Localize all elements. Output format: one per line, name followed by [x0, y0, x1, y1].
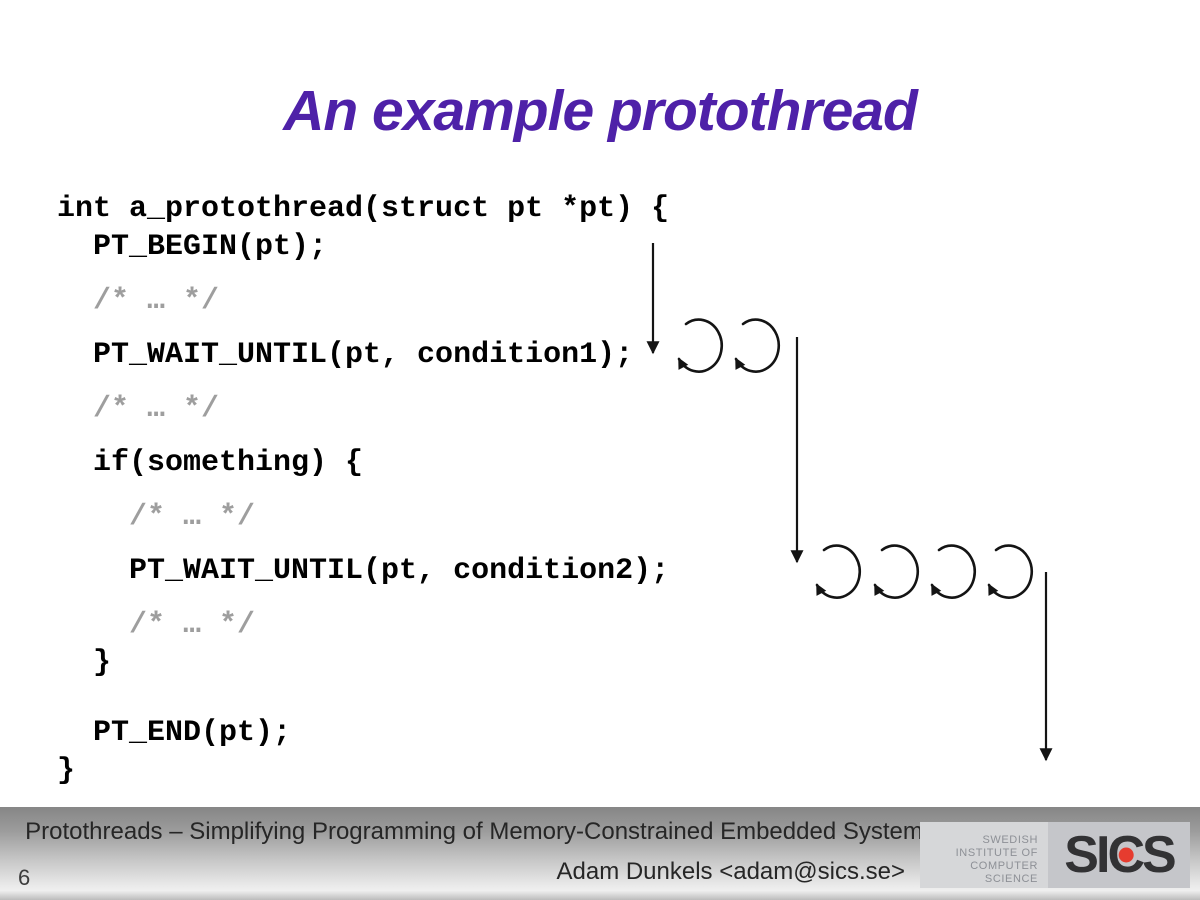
sics-letter: S: [1064, 826, 1099, 884]
code-comment-line: /* … */: [57, 608, 256, 642]
loop-arrow-icon: [930, 544, 976, 599]
code-blank-line: [57, 682, 669, 698]
code-comment-line: /* … */: [57, 392, 220, 426]
sics-letter: C: [1107, 825, 1145, 885]
code-line: PT_WAIT_UNTIL(pt, condition1);: [57, 338, 634, 372]
loop-arrow-icon: [873, 544, 919, 599]
code-blank-line: [57, 428, 669, 444]
code-line: }: [57, 754, 76, 788]
code-comment-line: /* … */: [57, 500, 256, 534]
sics-wordmark: SICS: [1048, 822, 1190, 888]
sics-org-line: COMPUTER: [970, 860, 1038, 872]
code-blank-line: [57, 482, 669, 498]
loop-arrow-icon: [987, 544, 1033, 599]
loop-arrow-icon: [815, 544, 861, 599]
code-line: int a_protothread(struct pt *pt) {: [57, 192, 670, 226]
code-blank-line: [57, 698, 669, 714]
sics-letter: I: [1095, 826, 1111, 884]
sics-red-dot-icon: [1118, 847, 1134, 863]
code-blank-line: [57, 266, 669, 282]
code-block: int a_protothread(struct pt *pt) { PT_BE…: [57, 190, 669, 790]
code-line: }: [57, 646, 112, 680]
sics-org-line: SWEDISH: [982, 834, 1038, 846]
footer-author: Adam Dunkels <adam@sics.se>: [556, 858, 905, 885]
code-line: if(something) {: [57, 446, 364, 480]
code-line: PT_WAIT_UNTIL(pt, condition2);: [57, 554, 670, 588]
code-blank-line: [57, 374, 669, 390]
sics-org-line: INSTITUTE OF: [955, 847, 1038, 859]
code-line: PT_END(pt);: [57, 716, 292, 750]
loop-arrow-icon: [677, 318, 723, 373]
footer-presentation-title: Protothreads – Simplifying Programming o…: [25, 818, 935, 845]
footer-bar: Protothreads – Simplifying Programming o…: [0, 807, 1200, 900]
sics-letter: S: [1142, 826, 1177, 884]
code-blank-line: [57, 536, 669, 552]
sics-org-line: SCIENCE: [984, 873, 1038, 885]
page-number: 6: [18, 865, 31, 890]
code-blank-line: [57, 590, 669, 606]
code-line: PT_BEGIN(pt);: [57, 230, 328, 264]
code-comment-line: /* … */: [57, 284, 220, 318]
loop-arrow-icon: [734, 318, 780, 373]
code-blank-line: [57, 320, 669, 336]
slide-title: An example protothread: [283, 79, 918, 143]
